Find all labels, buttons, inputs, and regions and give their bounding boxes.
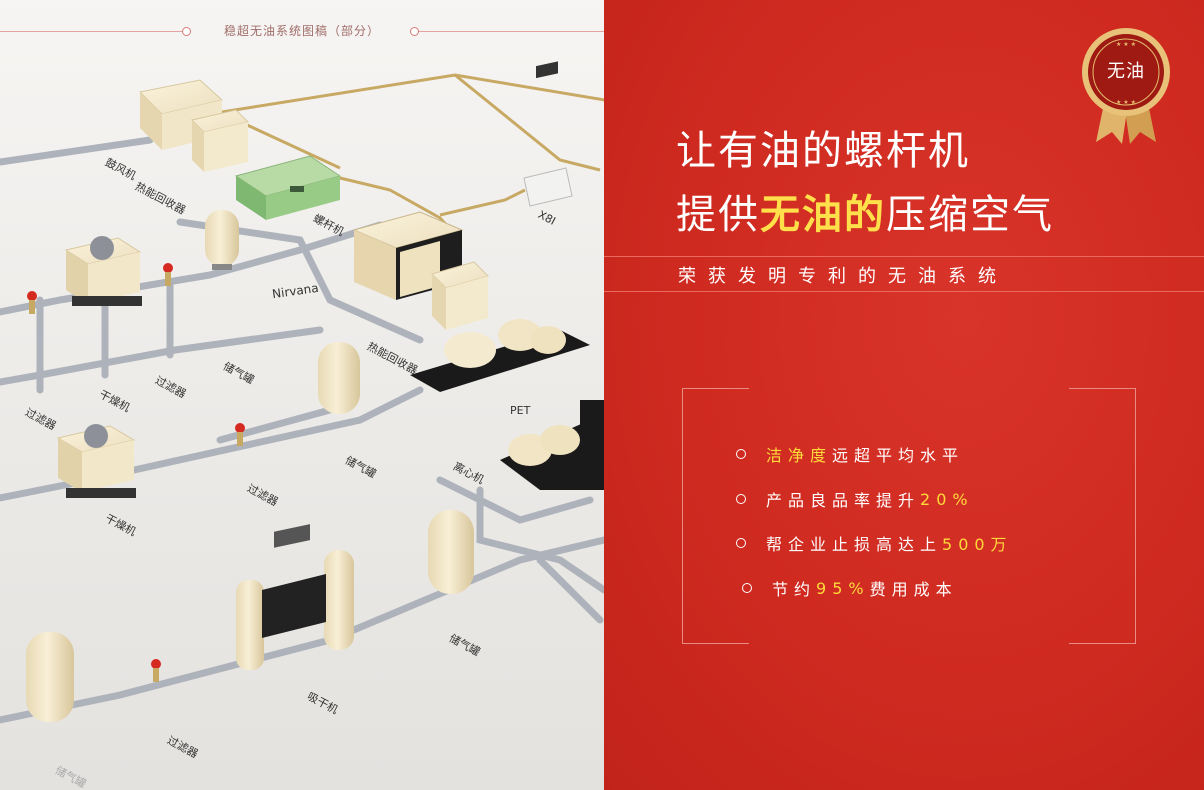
headline-line-1: 让有油的螺杆机	[676, 118, 970, 176]
centrifugal-compressor	[500, 400, 604, 490]
feature-1-text: 远超平均水平	[832, 446, 965, 465]
label-pet: PET	[510, 404, 531, 417]
bullet-icon	[742, 583, 752, 593]
subtitle: 荣获发明专利的无油系统	[678, 266, 1008, 287]
system-diagram	[0, 61, 604, 724]
headline-highlight: 无油的	[760, 192, 886, 238]
feature-4-pre: 节约	[772, 580, 817, 599]
x8i-controller	[523, 61, 573, 207]
tank-3	[428, 510, 474, 594]
feature-3-text: 帮企业止损高达上	[766, 535, 943, 554]
svg-text:★ ★ ★: ★ ★ ★	[1116, 99, 1136, 106]
feature-3-highlight: 500万	[942, 535, 1013, 554]
feature-item-cleanliness: 洁净度远超平均水平	[736, 442, 964, 466]
feature-1-highlight: 洁净度	[766, 446, 833, 465]
feature-4-highlight: 95%	[816, 578, 870, 598]
screw-compressor-green	[234, 155, 342, 220]
headline-line-2: 提供无油的压缩空气	[676, 182, 1054, 240]
bullet-icon	[736, 538, 746, 548]
system-diagram-panel: 稳超无油系统图稿（部分） 鼓风机 热能回收器 螺杆机 X8I Nirvana 热…	[0, 0, 604, 790]
bullet-icon	[736, 449, 746, 459]
tank-4	[26, 632, 74, 722]
tank-1	[205, 210, 239, 270]
promo-panel: ★ ★ ★ ★ ★ ★ 无油 让有油的螺杆机 提供无油的压缩空气 荣获发明专利的…	[604, 0, 1204, 790]
no-oil-badge-icon: ★ ★ ★ ★ ★ ★	[1082, 28, 1170, 144]
headline-line-2-pre: 提供	[676, 192, 760, 238]
diagram-caption-row	[0, 22, 604, 42]
headline-line-1-text: 让有油的螺杆机	[676, 128, 970, 174]
gold-piping	[221, 73, 604, 242]
feature-2-text: 产品良品率提升	[766, 491, 921, 510]
feature-2-highlight: 20%	[920, 489, 974, 509]
heat-recovery-unit-1	[191, 109, 249, 172]
headline-line-2-post: 压缩空气	[886, 192, 1054, 238]
tank-2	[318, 342, 360, 414]
dryer-unit-2	[56, 424, 136, 498]
svg-text:★ ★ ★: ★ ★ ★	[1116, 41, 1136, 48]
adsorption-dryer	[236, 524, 354, 670]
bullet-icon	[736, 494, 746, 504]
feature-4-text: 费用成本	[869, 580, 958, 599]
diagram-caption: 稳超无油系统图稿（部分）	[223, 24, 380, 38]
badge-label: 无油	[1107, 61, 1145, 82]
filters	[27, 263, 245, 682]
feature-frame	[682, 388, 1136, 644]
pet-compressor	[410, 319, 590, 392]
air-piping	[0, 136, 604, 724]
subtitle-band	[604, 256, 1204, 292]
dryer-unit-1	[64, 236, 142, 306]
heat-recovery-unit-2	[431, 261, 489, 330]
